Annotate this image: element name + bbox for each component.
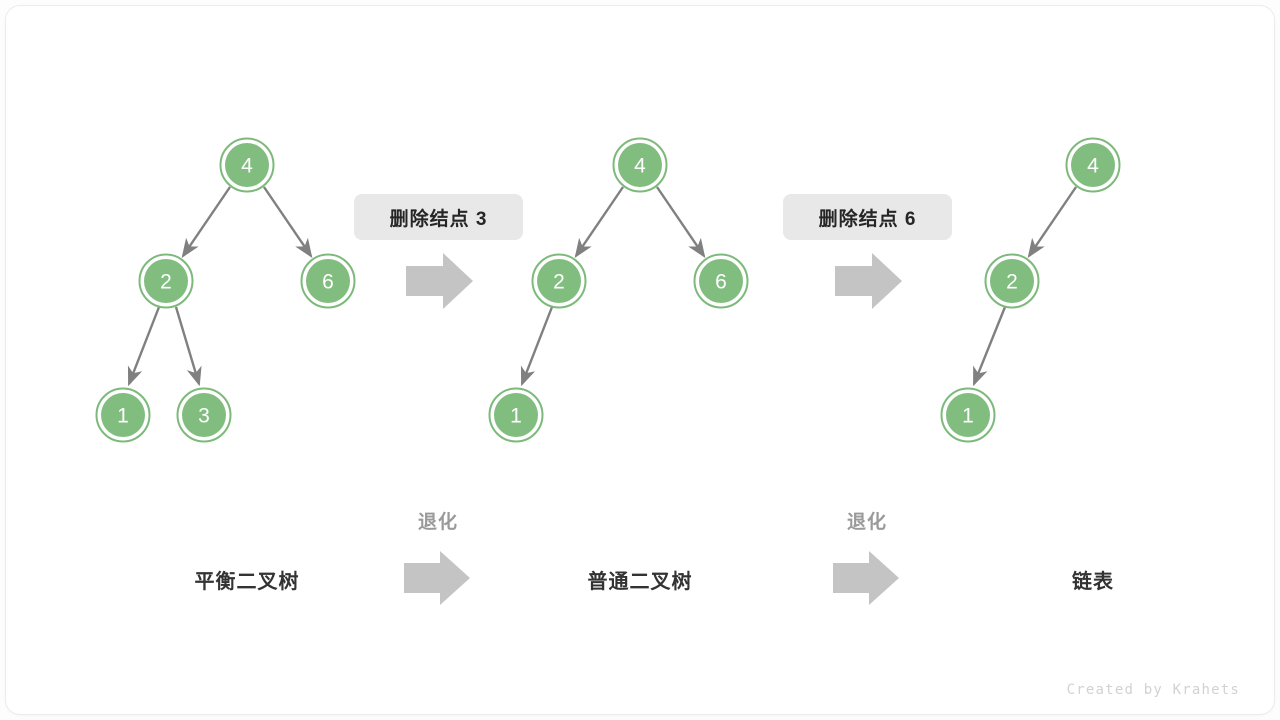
node-body <box>946 393 990 437</box>
edge-4-2 <box>1027 186 1077 258</box>
edge-2-1 <box>972 306 1007 387</box>
label-ordinary-binary-tree: 普通二叉树 <box>587 571 693 593</box>
node-body <box>618 143 662 187</box>
edge-2-1 <box>520 306 554 387</box>
block-arrow-degenerate-1-icon <box>404 551 470 605</box>
node-body <box>306 259 350 303</box>
tree-edges <box>972 186 1077 387</box>
node-body <box>144 259 188 303</box>
degenerate-label-1: 退化 <box>417 512 459 533</box>
tree-node-2[interactable]: 2 <box>984 253 1040 309</box>
node-value: 1 <box>510 405 522 428</box>
node-outer-ring <box>176 387 232 443</box>
node-value: 4 <box>241 155 253 178</box>
node-body <box>101 393 145 437</box>
node-outer-ring <box>612 137 668 193</box>
tree-node-2[interactable]: 2 <box>531 253 587 309</box>
panel-linked-list: 4 2 1 <box>940 137 1121 443</box>
chip-label: 删除结点 6 <box>818 208 917 230</box>
block-arrow-degenerate-2-icon <box>833 551 899 605</box>
tree-edges <box>127 186 313 387</box>
tree-node-4[interactable]: 4 <box>612 137 668 193</box>
tree-node-2[interactable]: 2 <box>138 253 194 309</box>
node-body <box>990 259 1034 303</box>
node-outer-ring <box>95 387 151 443</box>
node-outer-ring <box>1065 137 1121 193</box>
chip-delete-node-3: 删除结点 3 <box>354 194 523 240</box>
edge-4-2 <box>181 186 231 258</box>
edge-4-2 <box>574 186 624 258</box>
degenerate-label-2: 退化 <box>846 512 888 533</box>
node-value: 1 <box>962 405 974 428</box>
tree-edges <box>520 186 706 387</box>
panel-ordinary-tree: 4 2 6 1 <box>488 137 749 443</box>
node-value: 6 <box>715 271 727 294</box>
node-value: 2 <box>1006 271 1018 294</box>
node-outer-ring <box>488 387 544 443</box>
edge-4-6 <box>263 186 313 258</box>
node-outer-ring <box>138 253 194 309</box>
node-value: 4 <box>634 155 646 178</box>
edge-2-3 <box>174 306 202 387</box>
node-value: 1 <box>117 405 129 428</box>
tree-node-4[interactable]: 4 <box>1065 137 1121 193</box>
tree-node-4[interactable]: 4 <box>219 137 275 193</box>
node-body <box>225 143 269 187</box>
edge-2-1 <box>127 306 161 387</box>
tree-node-1[interactable]: 1 <box>940 387 996 443</box>
chip-delete-node-6: 删除结点 6 <box>783 194 952 240</box>
tree-node-1[interactable]: 1 <box>488 387 544 443</box>
node-outer-ring <box>219 137 275 193</box>
panel-balanced-tree: 4 2 6 1 3 <box>95 137 356 443</box>
block-arrow-delete-3-icon <box>406 253 473 309</box>
tree-node-3[interactable]: 3 <box>176 387 232 443</box>
node-outer-ring <box>693 253 749 309</box>
tree-node-1[interactable]: 1 <box>95 387 151 443</box>
node-value: 4 <box>1087 155 1099 178</box>
edge-4-6 <box>656 186 706 258</box>
node-body <box>182 393 226 437</box>
node-outer-ring <box>984 253 1040 309</box>
node-body <box>1071 143 1115 187</box>
node-body <box>537 259 581 303</box>
tree-node-6[interactable]: 6 <box>300 253 356 309</box>
node-outer-ring <box>940 387 996 443</box>
node-value: 2 <box>553 271 565 294</box>
node-outer-ring <box>531 253 587 309</box>
node-value: 6 <box>322 271 334 294</box>
node-value: 2 <box>160 271 172 294</box>
figure-card <box>6 6 1274 714</box>
chip-label: 删除结点 3 <box>389 208 488 230</box>
label-balanced-binary-tree: 平衡二叉树 <box>194 571 300 593</box>
node-body <box>494 393 538 437</box>
block-arrow-delete-6-icon <box>835 253 902 309</box>
node-value: 3 <box>198 405 210 428</box>
credit-watermark: Created by Krahets <box>1066 682 1240 698</box>
node-body <box>699 259 743 303</box>
label-linked-list: 链表 <box>1072 571 1114 593</box>
node-outer-ring <box>300 253 356 309</box>
tree-node-6[interactable]: 6 <box>693 253 749 309</box>
